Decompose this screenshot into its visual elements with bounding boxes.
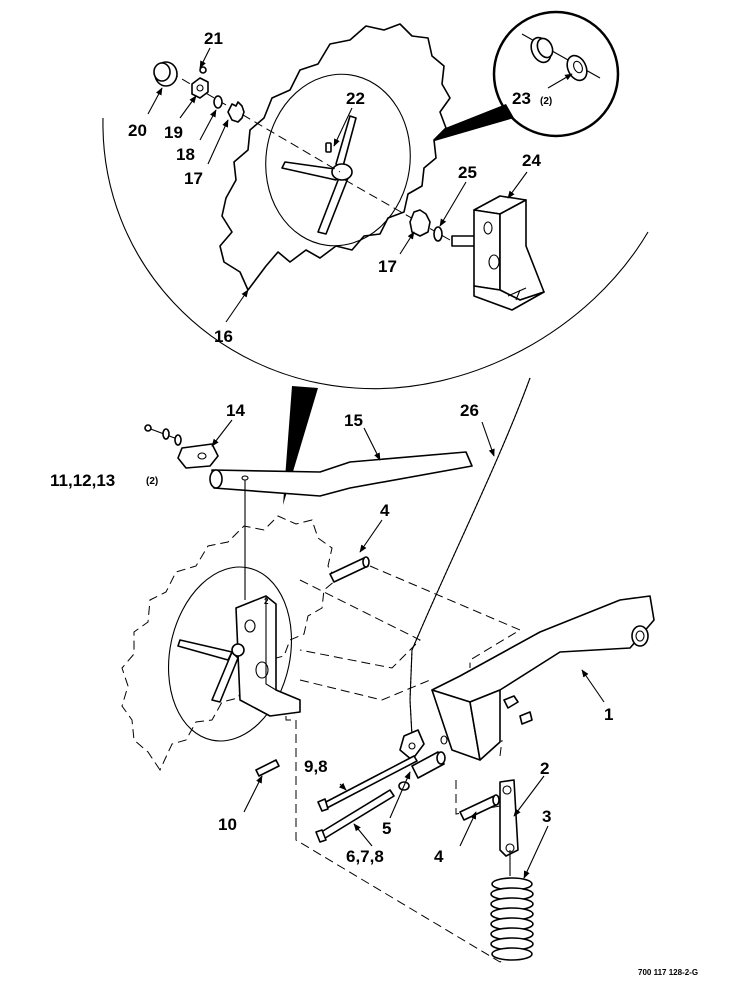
leader-lines — [147, 47, 605, 879]
callout-24: 24 — [522, 151, 541, 170]
hub-hardware-right — [344, 179, 545, 311]
link-2 — [499, 779, 519, 857]
bracket-mark: 2 — [264, 597, 269, 606]
callout-11-12-13: 11,12,13 — [50, 471, 115, 490]
callout-22: 22 — [346, 89, 365, 108]
callouts: 21 20 19 18 17 22 23 (2) 24 25 17 16 14 … — [50, 29, 698, 977]
pin-10 — [255, 759, 280, 777]
bolt-9-8 — [317, 755, 418, 812]
callout-1: 1 — [604, 705, 613, 724]
pin-4-lower — [459, 794, 500, 821]
bracket-assembled: 2 — [231, 595, 301, 717]
callout-14: 14 — [226, 401, 245, 420]
callout-6-7-8: 6,7,8 — [346, 847, 384, 866]
callout-26: 26 — [460, 401, 479, 420]
sprocket-main — [121, 515, 337, 772]
callout-2: 2 — [540, 759, 549, 778]
callout-5: 5 — [382, 819, 391, 838]
callout-23: 23 — [512, 89, 531, 108]
callout-15: 15 — [344, 411, 363, 430]
frame-arm-1 — [431, 595, 655, 761]
callout-17-right: 17 — [378, 257, 397, 276]
callout-9-8: 9,8 — [304, 757, 328, 776]
spacer-5 — [411, 751, 446, 779]
callout-20: 20 — [128, 121, 147, 140]
detail-view — [102, 10, 649, 505]
callout-21: 21 — [204, 29, 223, 48]
callout-11-12-13-qty: (2) — [146, 476, 158, 487]
main-assembly: 2 — [121, 377, 655, 963]
callout-19: 19 — [164, 123, 183, 142]
bolt-set-11-12-13 — [144, 424, 182, 446]
callout-23-qty: (2) — [540, 96, 552, 107]
sprocket-detail — [219, 23, 451, 291]
chain-26 — [399, 377, 531, 761]
figure-reference-code: 700 117 128-2-G — [638, 968, 698, 977]
callout-4-lower: 4 — [434, 847, 444, 866]
spring-3 — [490, 850, 534, 961]
callout-17-top: 17 — [184, 169, 203, 188]
pin-4-top — [329, 556, 370, 583]
callout-25: 25 — [458, 163, 477, 182]
callout-3: 3 — [542, 807, 551, 826]
bolt-6-7-8 — [315, 781, 410, 843]
arm-15 — [211, 451, 473, 497]
callout-18: 18 — [176, 145, 195, 164]
callout-4-top: 4 — [380, 501, 390, 520]
detail-enclosure-arc — [102, 117, 649, 390]
callout-10: 10 — [218, 815, 237, 834]
callout-16: 16 — [214, 327, 233, 346]
